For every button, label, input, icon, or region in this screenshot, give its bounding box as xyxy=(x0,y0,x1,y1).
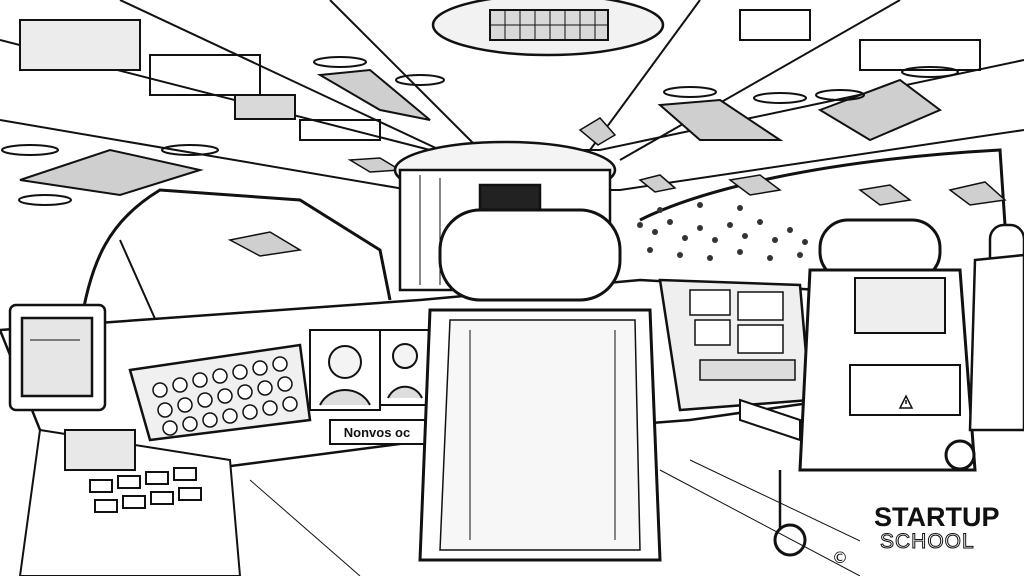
seat-icon xyxy=(739,218,977,557)
drone-icon xyxy=(313,56,445,121)
panel-label: Nonvos oc xyxy=(329,419,426,445)
panel-label-text: Nonvos oc xyxy=(344,425,410,440)
video-monitors xyxy=(309,329,431,411)
ceiling-vent-icon xyxy=(431,0,665,57)
right-instrument-panel xyxy=(689,289,796,381)
monitor-icon xyxy=(8,303,107,412)
drone-icon xyxy=(227,117,1007,257)
drone-icon xyxy=(1,144,219,206)
drone-icon xyxy=(657,86,807,141)
dial-cluster xyxy=(152,356,298,436)
drone-icon xyxy=(815,66,959,142)
seat-icon xyxy=(968,223,1024,432)
logo-line-2: SCHOOL xyxy=(880,530,975,554)
warning-triangle-icon xyxy=(898,394,914,409)
startup-school-logo: STARTUP SCHOOL xyxy=(860,492,1024,576)
seat-icon xyxy=(418,208,662,562)
keypad-console xyxy=(18,428,242,576)
copyright-icon: © xyxy=(832,548,848,567)
cockpit-windows xyxy=(78,148,1012,331)
logo-line-1: STARTUP xyxy=(874,502,1000,532)
drone-swarm xyxy=(637,202,808,261)
